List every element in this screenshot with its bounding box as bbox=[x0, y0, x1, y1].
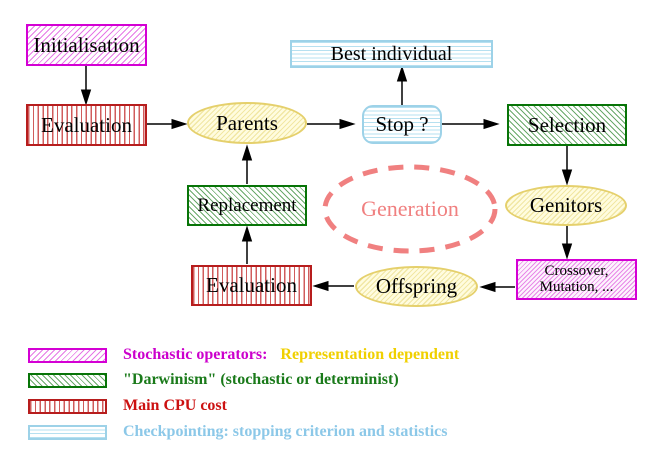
node-initialisation: Initialisation bbox=[26, 24, 147, 66]
legend-row-cpu-cost: Main CPU cost bbox=[28, 397, 227, 415]
crossover-line2: Mutation, ... bbox=[539, 278, 614, 295]
arrow-evaluation-to-replacement bbox=[241, 225, 253, 264]
node-generation-label: Generation bbox=[361, 196, 459, 222]
legend-swatch-magenta-hatch bbox=[28, 347, 107, 363]
node-best-individual: Best individual bbox=[290, 40, 493, 68]
node-replacement-label: Replacement bbox=[197, 194, 297, 216]
legend-text-representation: Representation dependent bbox=[280, 346, 460, 363]
legend-text-cpu-cost: Main CPU cost bbox=[123, 397, 227, 414]
legend-row-darwinism: "Darwinism" (stochastic or determinist) bbox=[28, 371, 399, 389]
node-parents: Parents bbox=[187, 102, 307, 144]
arrow-crossover-to-offspring bbox=[479, 281, 515, 293]
legend-row-stochastic-operators: Stochastic operators: Representation dep… bbox=[28, 346, 459, 364]
arrow-offspring-to-evaluation bbox=[312, 280, 354, 292]
node-genitors: Genitors bbox=[505, 185, 627, 226]
node-stop: Stop ? bbox=[362, 105, 442, 144]
node-best-individual-label: Best individual bbox=[330, 42, 453, 65]
node-selection-label: Selection bbox=[527, 112, 607, 137]
node-offspring: Offspring bbox=[355, 266, 478, 307]
node-evaluation-top-label: Evaluation bbox=[41, 112, 132, 137]
legend-swatch-green-hatch bbox=[28, 372, 107, 388]
legend-label-stochastic-operators: Stochastic operators: Representation dep… bbox=[123, 346, 459, 364]
legend-swatch-blue-horizontal bbox=[28, 424, 107, 440]
node-initialisation-label: Initialisation bbox=[33, 32, 140, 57]
arrow-parents-to-stop bbox=[307, 118, 356, 130]
crossover-line1: Crossover, bbox=[544, 262, 609, 279]
node-crossover-mutation: Crossover, Mutation, ... bbox=[516, 259, 637, 300]
node-replacement: Replacement bbox=[187, 185, 307, 226]
node-evaluation-bottom-label: Evaluation bbox=[206, 273, 297, 298]
node-selection: Selection bbox=[507, 104, 627, 146]
legend-text-checkpointing: Checkpointing: stopping criterion and st… bbox=[123, 423, 448, 440]
legend-text-darwinism: "Darwinism" (stochastic or determinist) bbox=[123, 371, 399, 388]
arrow-selection-to-genitors bbox=[561, 146, 573, 186]
node-parents-label: Parents bbox=[216, 110, 278, 135]
arrow-stop-to-best-individual bbox=[396, 65, 408, 105]
legend-label-cpu-cost: Main CPU cost bbox=[123, 397, 227, 415]
legend-label-darwinism: "Darwinism" (stochastic or determinist) bbox=[123, 371, 399, 389]
arrow-genitors-to-crossover bbox=[561, 226, 573, 260]
node-generation: Generation bbox=[323, 165, 497, 253]
arrow-initialisation-to-evaluation bbox=[80, 66, 92, 106]
arrow-replacement-to-parents bbox=[241, 144, 253, 184]
node-crossover-mutation-label: Crossover, Mutation, ... bbox=[539, 262, 614, 296]
arrow-evaluation-to-parents bbox=[147, 118, 188, 130]
legend-swatch-red-vertical bbox=[28, 398, 107, 414]
node-offspring-label: Offspring bbox=[375, 274, 458, 299]
node-evaluation-bottom: Evaluation bbox=[191, 265, 312, 306]
legend-label-checkpointing: Checkpointing: stopping criterion and st… bbox=[123, 423, 447, 441]
node-genitors-label: Genitors bbox=[529, 193, 603, 218]
legend-row-checkpointing: Checkpointing: stopping criterion and st… bbox=[28, 423, 447, 441]
node-stop-label: Stop ? bbox=[375, 112, 429, 137]
arrow-stop-to-selection bbox=[441, 118, 500, 130]
legend-text-stochastic: Stochastic operators: bbox=[123, 346, 268, 363]
node-evaluation-top: Evaluation bbox=[26, 104, 147, 146]
